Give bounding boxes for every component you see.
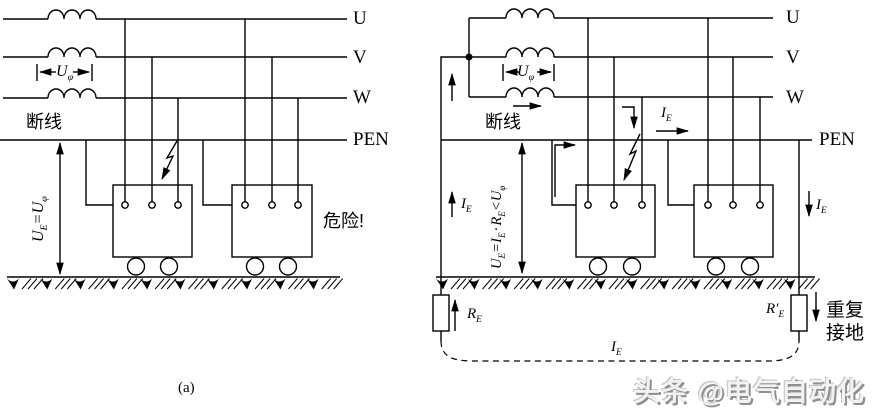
bus-label-w-a: W — [353, 87, 371, 108]
terminals-box1 — [584, 201, 646, 209]
touch-voltage-formula-a: UE=Uφ — [30, 196, 50, 242]
phase-voltage-label-b: Uφ — [517, 63, 535, 84]
danger-label: 危险! — [323, 211, 365, 231]
winding-v-icon — [47, 47, 97, 58]
formula-operator: · — [489, 226, 505, 232]
earth-current-label-right: IE — [816, 197, 827, 216]
earth-current-label-pen: IE — [661, 105, 672, 124]
ground-hatch — [435, 277, 821, 291]
ground-hatch — [6, 277, 344, 291]
formula-operator: = — [489, 243, 505, 253]
earth-return-path — [440, 340, 800, 362]
wheels-box2 — [245, 257, 298, 276]
ground-resistance-label: RE — [467, 306, 482, 325]
resistor-re2-icon — [790, 294, 808, 332]
formula-term: Uφ — [489, 185, 507, 202]
terminals-box2 — [241, 201, 302, 209]
formula-term: RE — [489, 211, 507, 226]
drop-lines-box2 — [707, 18, 761, 202]
formula-operator: = — [30, 214, 47, 224]
terminals-box2 — [704, 201, 764, 209]
lightning-fault-icon — [623, 133, 641, 182]
resistor-re-icon — [432, 294, 450, 332]
touch-voltage-formula-b: UE=IE·RE<Uφ — [489, 186, 507, 269]
bus-label-pen-a: PEN — [353, 129, 389, 150]
winding-v-icon — [505, 47, 555, 58]
phase-voltage-label-a: Uφ — [56, 63, 74, 84]
pen-drop-box2 — [667, 140, 694, 206]
winding-u-icon — [47, 9, 97, 20]
equipment-box-1 — [575, 184, 656, 258]
drop-lines-box1 — [587, 18, 643, 202]
break-label-a: 断线 — [26, 112, 62, 132]
watermark-text: 头条 @电气自动化应用 — [633, 377, 865, 407]
winding-w-icon — [505, 87, 555, 98]
diagram-a-artwork — [0, 9, 347, 291]
formula-operator: < — [489, 202, 505, 211]
formula-term: Uφ — [30, 196, 51, 214]
break-label-b: 断线 — [485, 112, 521, 132]
terminals-box1 — [121, 201, 182, 209]
bus-label-v-b: V — [786, 47, 800, 68]
phase-voltage-dimension — [502, 64, 555, 81]
bus-label-v-a: V — [353, 47, 367, 68]
pen-drop-box2 — [202, 140, 232, 206]
formula-term: IE — [489, 232, 507, 243]
current-arrow-pe-hook — [554, 141, 577, 197]
bus-label-pen-b: PEN — [819, 129, 855, 150]
caption-a: (a) — [178, 380, 195, 396]
bus-label-u-b: U — [786, 7, 800, 28]
phase-voltage-dimension — [36, 64, 93, 81]
neutral-earth-conductor — [440, 56, 469, 295]
drop-lines-box1 — [124, 19, 179, 202]
pen-drop-box1 — [85, 140, 113, 206]
formula-term: UE — [30, 224, 51, 242]
lightning-fault-icon — [161, 140, 178, 180]
bus-label-w-b: W — [786, 87, 804, 108]
winding-w-icon — [47, 88, 97, 99]
bus-label-u-a: U — [353, 8, 367, 29]
earth-current-label-left: IE — [461, 196, 472, 215]
current-arrow-phase-down — [622, 106, 638, 130]
equipment-box-1 — [112, 184, 193, 258]
repeat-resistance-label: R′E — [766, 301, 785, 320]
wheels-box1 — [126, 257, 179, 276]
wheels-box1 — [588, 257, 642, 276]
drop-lines-box2 — [244, 19, 299, 202]
earth-current-label-loop: IE — [611, 339, 622, 358]
winding-u-icon — [505, 8, 555, 19]
diagram-b-artwork — [432, 8, 821, 362]
formula-term: UE — [489, 253, 507, 269]
pen-drop-box1 — [551, 140, 576, 206]
repeat-grounding-label: 重复 接地 — [826, 300, 865, 344]
wheels-box2 — [706, 257, 760, 276]
